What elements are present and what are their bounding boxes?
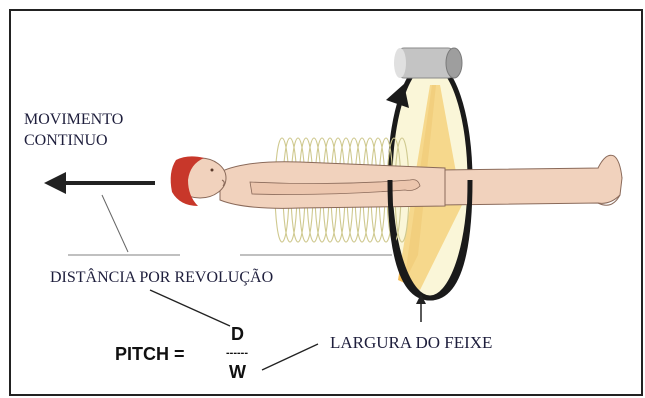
movement-label-line2: CONTINUO (24, 132, 108, 149)
pitch-denominator: W (229, 362, 246, 382)
distance-per-revolution-label: DISTÂNCIA POR REVOLUÇÃO (50, 267, 273, 286)
movement-label-line1: MOVIMENTO (24, 111, 123, 128)
pitch-fraction-bar: ------ (226, 347, 248, 359)
xray-tube (394, 48, 462, 78)
beam-width-label: LARGURA DO FEIXE (330, 333, 492, 352)
pitch-label: PITCH = (115, 344, 185, 364)
pitch-numerator: D (231, 324, 244, 344)
